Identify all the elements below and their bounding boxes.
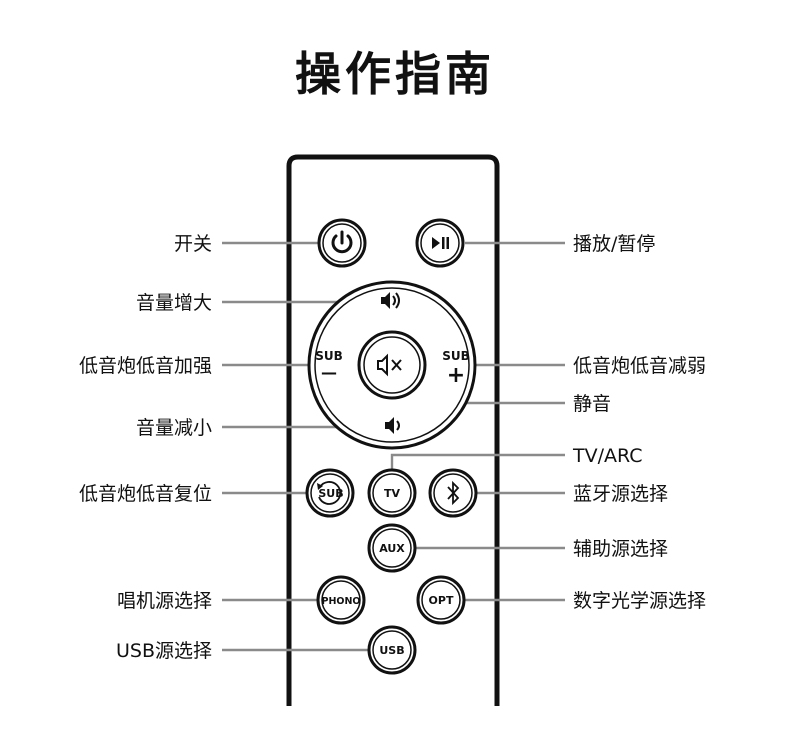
bluetooth-button[interactable] (428, 468, 478, 518)
label-usb: USB源选择 (116, 640, 212, 662)
opt-button[interactable]: OPT (416, 575, 466, 625)
opt-label: OPT (429, 594, 454, 607)
label-sub-reset: 低音炮低音复位 (79, 483, 212, 505)
sub-reset-label: SUB (318, 487, 343, 500)
tv-label: TV (384, 487, 401, 500)
volume-up-button[interactable] (381, 292, 400, 309)
reset-arrow-icon (318, 481, 342, 505)
power-button[interactable] (317, 218, 367, 268)
aux-button[interactable]: AUX (367, 523, 417, 573)
speaker-low-icon (385, 417, 400, 434)
play-pause-button[interactable] (415, 218, 465, 268)
label-tv-arc: TV/ARC (572, 445, 643, 467)
sub-plus-button[interactable]: SUB + (442, 349, 470, 388)
phono-button[interactable]: PHONO (316, 575, 366, 625)
label-vol-up: 音量增大 (136, 292, 212, 314)
label-power: 开关 (174, 233, 212, 255)
tv-arc-button[interactable]: TV (367, 468, 417, 518)
label-aux: 辅助源选择 (573, 538, 668, 560)
sub-plus-sign: + (447, 363, 465, 388)
mute-icon (377, 353, 402, 377)
aux-label: AUX (379, 542, 405, 555)
power-icon (331, 230, 353, 254)
label-phono: 唱机源选择 (117, 590, 212, 612)
speaker-loud-icon (381, 292, 400, 309)
volume-down-button[interactable] (385, 417, 400, 434)
mute-button[interactable] (357, 330, 427, 400)
play-pause-icon (432, 237, 449, 249)
label-sub-down: 低音炮低音加强 (79, 355, 212, 377)
usb-label: USB (379, 644, 404, 657)
bluetooth-icon (447, 480, 460, 506)
label-opt: 数字光学源选择 (573, 590, 706, 612)
sub-plus-label: SUB (442, 349, 470, 363)
usb-button[interactable]: USB (367, 625, 417, 675)
sub-minus-label: SUB (315, 349, 343, 363)
label-play-pause: 播放/暂停 (573, 233, 655, 255)
reset-arrowhead-icon (317, 483, 323, 490)
sub-reset-button[interactable]: SUB (305, 468, 355, 518)
phono-label: PHONO (321, 596, 360, 607)
label-vol-down: 音量减小 (136, 417, 212, 439)
label-mute: 静音 (573, 393, 611, 415)
sub-minus-sign: — (321, 363, 337, 382)
leader-tv-arc (390, 453, 565, 470)
sub-minus-button[interactable]: SUB — (315, 349, 343, 382)
label-sub-up: 低音炮低音减弱 (573, 355, 706, 377)
label-bluetooth: 蓝牙源选择 (573, 483, 668, 505)
page-title: 操作指南 (295, 47, 495, 101)
